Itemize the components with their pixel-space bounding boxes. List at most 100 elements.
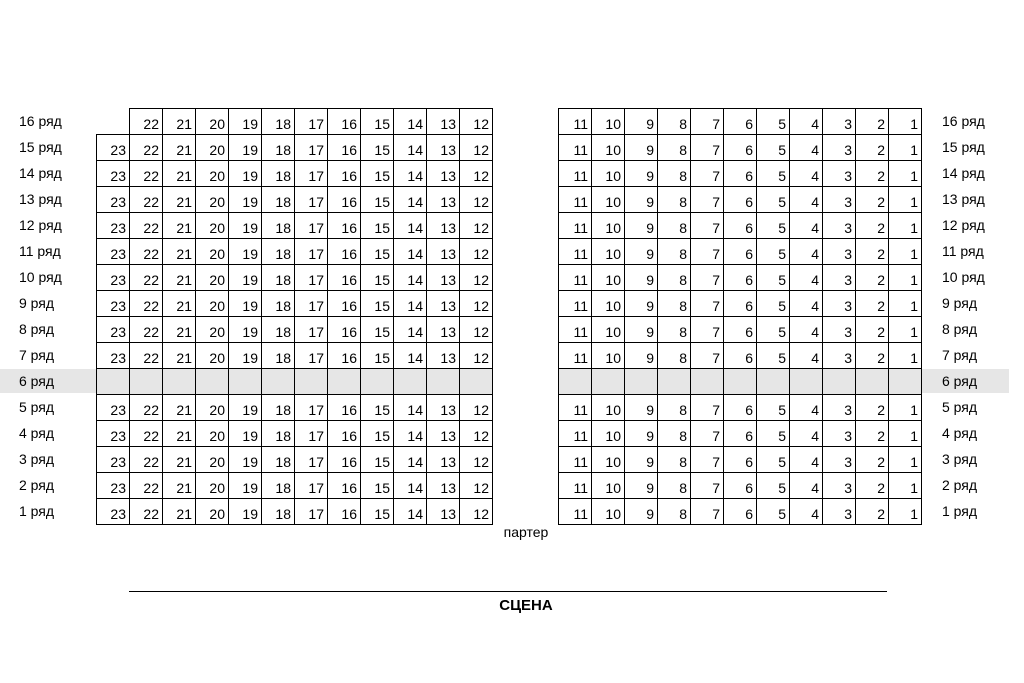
seat[interactable]: 13 [426, 160, 460, 187]
seat[interactable]: 2 [855, 212, 889, 239]
seat[interactable]: 14 [393, 212, 427, 239]
seat[interactable]: 21 [162, 212, 196, 239]
seat[interactable]: 8 [657, 316, 691, 343]
seat[interactable]: 6 [723, 160, 757, 187]
seat[interactable]: 19 [228, 290, 262, 317]
seat[interactable]: 14 [393, 446, 427, 473]
seat[interactable]: 3 [822, 420, 856, 447]
seat[interactable]: 3 [822, 290, 856, 317]
seat[interactable]: 7 [690, 160, 724, 187]
seat[interactable]: 20 [195, 316, 229, 343]
seat[interactable]: 11 [558, 394, 592, 421]
seat[interactable]: 8 [657, 238, 691, 265]
seat[interactable]: 12 [459, 186, 493, 213]
seat[interactable]: 11 [558, 316, 592, 343]
seat[interactable]: 3 [822, 498, 856, 525]
seat[interactable]: 11 [558, 446, 592, 473]
seat[interactable]: 22 [129, 446, 163, 473]
seat[interactable]: 23 [96, 134, 130, 161]
seat[interactable]: 6 [723, 212, 757, 239]
seat[interactable]: 1 [888, 394, 922, 421]
seat[interactable]: 21 [162, 394, 196, 421]
seat[interactable]: 23 [96, 342, 130, 369]
seat[interactable]: 21 [162, 498, 196, 525]
seat[interactable]: 4 [789, 342, 823, 369]
seat[interactable]: 22 [129, 394, 163, 421]
seat[interactable]: 21 [162, 420, 196, 447]
seat[interactable]: 19 [228, 342, 262, 369]
seat[interactable]: 10 [591, 186, 625, 213]
seat[interactable]: 22 [129, 472, 163, 499]
seat[interactable]: 12 [459, 316, 493, 343]
seat[interactable]: 2 [855, 472, 889, 499]
seat[interactable]: 13 [426, 446, 460, 473]
seat[interactable]: 20 [195, 264, 229, 291]
seat[interactable]: 7 [690, 108, 724, 135]
seat[interactable]: 17 [294, 264, 328, 291]
seat[interactable]: 2 [855, 264, 889, 291]
seat[interactable]: 7 [690, 134, 724, 161]
seat[interactable]: 8 [657, 420, 691, 447]
seat[interactable]: 5 [756, 264, 790, 291]
seat[interactable]: 4 [789, 264, 823, 291]
seat[interactable]: 11 [558, 290, 592, 317]
seat[interactable]: 10 [591, 160, 625, 187]
seat[interactable]: 5 [756, 420, 790, 447]
seat[interactable]: 1 [888, 342, 922, 369]
seat[interactable]: 12 [459, 342, 493, 369]
seat[interactable]: 1 [888, 160, 922, 187]
seat[interactable]: 7 [690, 472, 724, 499]
seat[interactable]: 2 [855, 134, 889, 161]
seat[interactable]: 5 [756, 108, 790, 135]
seat[interactable]: 10 [591, 394, 625, 421]
seat[interactable]: 12 [459, 238, 493, 265]
seat[interactable]: 4 [789, 420, 823, 447]
seat[interactable]: 12 [459, 394, 493, 421]
seat[interactable]: 7 [690, 420, 724, 447]
seat[interactable]: 22 [129, 290, 163, 317]
seat[interactable]: 20 [195, 420, 229, 447]
seat[interactable]: 11 [558, 264, 592, 291]
seat[interactable]: 1 [888, 316, 922, 343]
seat[interactable]: 16 [327, 212, 361, 239]
seat[interactable]: 19 [228, 420, 262, 447]
seat[interactable]: 12 [459, 290, 493, 317]
seat[interactable]: 5 [756, 238, 790, 265]
seat[interactable]: 14 [393, 160, 427, 187]
seat[interactable]: 7 [690, 394, 724, 421]
seat[interactable]: 13 [426, 342, 460, 369]
seat[interactable]: 6 [723, 238, 757, 265]
seat[interactable]: 10 [591, 498, 625, 525]
seat[interactable]: 16 [327, 394, 361, 421]
seat[interactable]: 15 [360, 446, 394, 473]
seat[interactable]: 20 [195, 212, 229, 239]
seat[interactable]: 17 [294, 394, 328, 421]
seat[interactable]: 17 [294, 316, 328, 343]
seat[interactable]: 15 [360, 160, 394, 187]
seat[interactable]: 21 [162, 160, 196, 187]
seat[interactable]: 9 [624, 446, 658, 473]
seat[interactable]: 23 [96, 498, 130, 525]
seat[interactable]: 8 [657, 498, 691, 525]
seat[interactable]: 14 [393, 316, 427, 343]
seat[interactable]: 21 [162, 186, 196, 213]
seat[interactable]: 20 [195, 498, 229, 525]
seat[interactable]: 13 [426, 108, 460, 135]
seat[interactable]: 11 [558, 212, 592, 239]
seat[interactable]: 18 [261, 108, 295, 135]
seat[interactable]: 7 [690, 446, 724, 473]
seat[interactable]: 17 [294, 186, 328, 213]
seat[interactable]: 3 [822, 160, 856, 187]
seat[interactable]: 3 [822, 316, 856, 343]
seat[interactable]: 17 [294, 134, 328, 161]
seat[interactable]: 11 [558, 472, 592, 499]
seat[interactable]: 15 [360, 498, 394, 525]
seat[interactable]: 13 [426, 134, 460, 161]
seat[interactable]: 23 [96, 160, 130, 187]
seat[interactable]: 1 [888, 498, 922, 525]
seat[interactable]: 8 [657, 212, 691, 239]
seat[interactable]: 15 [360, 472, 394, 499]
seat[interactable]: 19 [228, 186, 262, 213]
seat[interactable]: 2 [855, 446, 889, 473]
seat[interactable]: 14 [393, 134, 427, 161]
